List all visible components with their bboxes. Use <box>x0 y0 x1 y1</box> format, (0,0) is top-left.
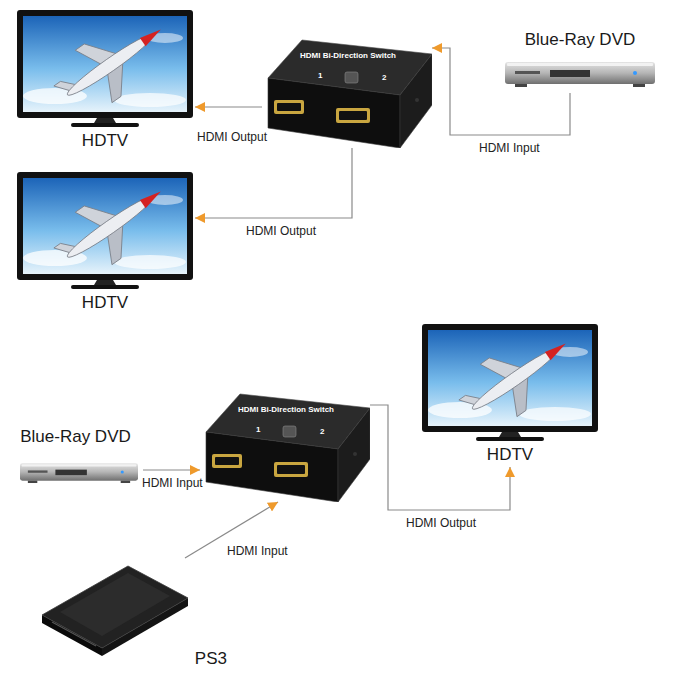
device-label: PS3 <box>195 649 227 669</box>
device-label: HDTV <box>82 131 128 151</box>
hdmi-cable <box>195 106 262 107</box>
cable-label-holder: HDMI Input <box>226 544 289 558</box>
cable-label: HDMI Output <box>245 224 317 238</box>
port-number: 1 <box>256 426 260 435</box>
device-label: Blue-Ray DVD <box>525 30 636 50</box>
port-number: 2 <box>320 428 324 437</box>
switch-label: HDMI Bi-Direction Switch <box>300 52 396 61</box>
cable-label-holder: HDMI Output <box>196 130 268 144</box>
ps3-console: PS3 <box>35 558 235 673</box>
cable-label: HDMI Output <box>405 516 477 530</box>
switch-picture <box>268 40 432 148</box>
hdtv: HDTV <box>15 8 195 153</box>
cable-label-holder: HDMI Input <box>141 476 204 490</box>
switch-label: HDMI Bi-Direction Switch <box>238 406 334 415</box>
hdmi-cable <box>432 48 570 135</box>
cable-label: HDMI Input <box>141 476 204 490</box>
cable-label-holder: HDMI Output <box>245 224 317 238</box>
hdmi-cable <box>143 469 200 470</box>
tv-picture <box>422 317 598 441</box>
bluray-player: Blue-Ray DVD <box>500 28 660 93</box>
cable-label: HDMI Output <box>196 130 268 144</box>
console-picture <box>42 566 188 656</box>
hdmi-cable <box>195 148 352 218</box>
device-label: HDTV <box>82 293 128 313</box>
player-picture <box>505 62 655 87</box>
switch-picture <box>206 394 370 502</box>
device-label: HDTV <box>487 445 533 465</box>
cable-label-holder: HDMI Input <box>478 141 541 155</box>
tv-picture <box>17 165 193 289</box>
player-picture <box>20 463 138 483</box>
cable-label: HDMI Input <box>478 141 541 155</box>
hdtv: HDTV <box>15 170 195 315</box>
cable-label-holder: HDMI Output <box>405 516 477 530</box>
hdtv: HDTV <box>420 322 600 467</box>
bluray-player: Blue-Ray DVD <box>8 425 143 490</box>
device-label: Blue-Ray DVD <box>20 427 131 447</box>
hdmi-switch: HDMI Bi-Direction Switch 1 2 <box>200 392 370 502</box>
tv-picture <box>17 3 193 127</box>
hdmi-switch: HDMI Bi-Direction Switch 1 2 <box>262 38 432 148</box>
cable-label: HDMI Input <box>226 544 289 558</box>
port-number: 1 <box>318 72 322 81</box>
port-number: 2 <box>382 74 386 83</box>
